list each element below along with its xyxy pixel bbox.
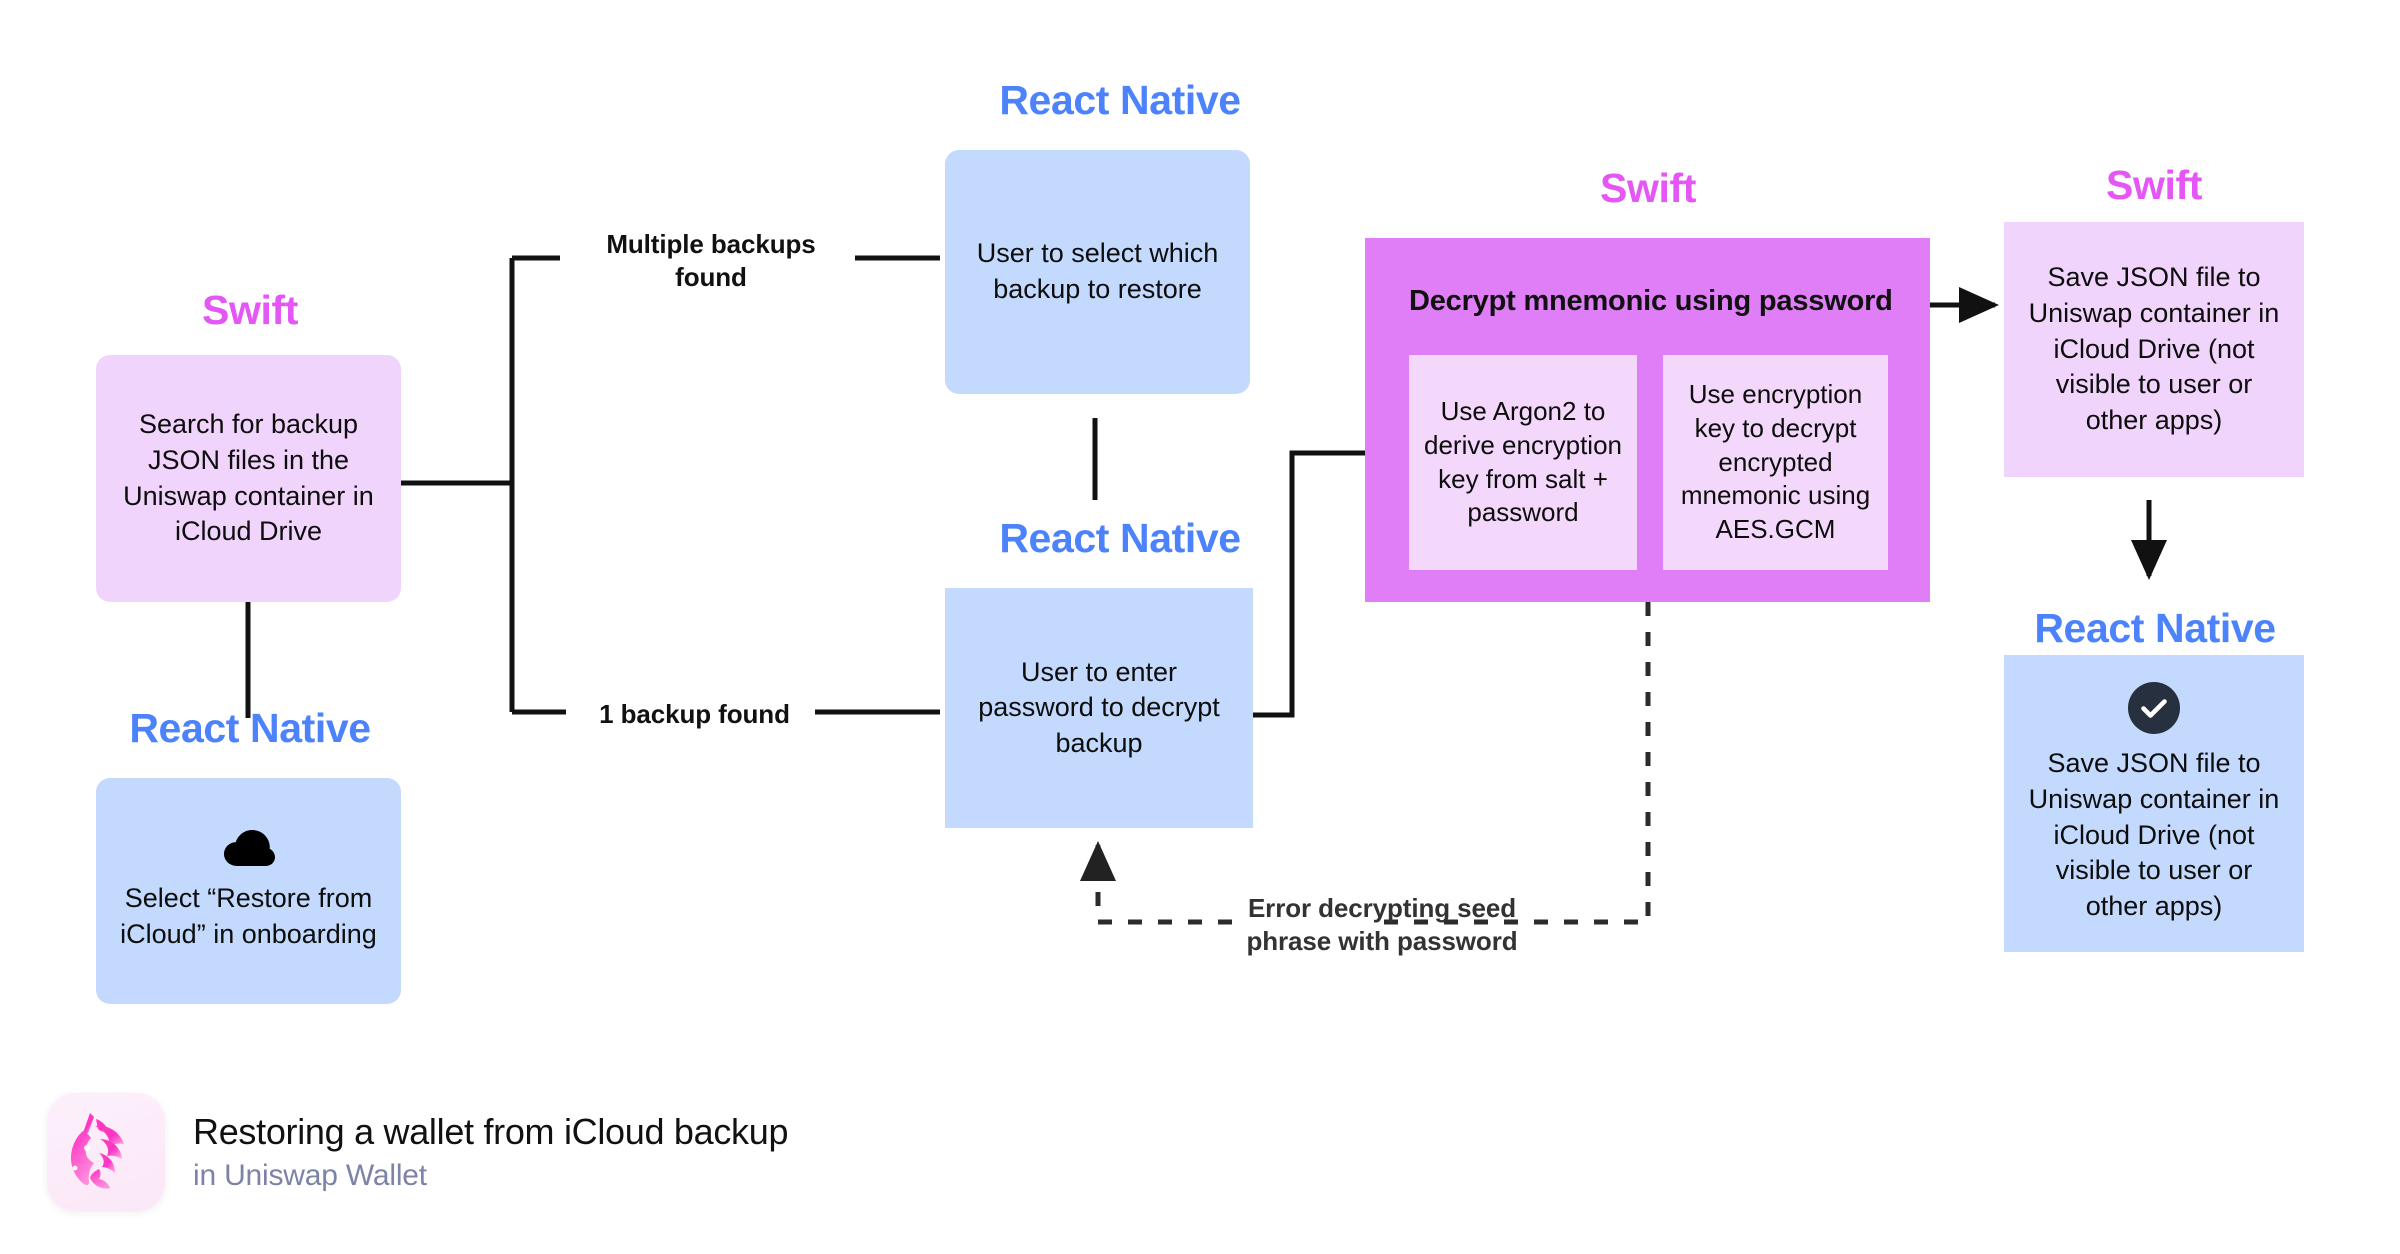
group-decrypt-mnemonic: Decrypt mnemonic using password Use Argo… (1365, 238, 1930, 602)
sub-node-argon2[interactable]: Use Argon2 to derive encryption key from… (1409, 355, 1637, 570)
wire-branch-trunk (400, 255, 566, 715)
footer-subtitle: in Uniswap Wallet (193, 1159, 427, 1192)
unicorn-icon (71, 1113, 124, 1189)
lane-label-rn-save-json: React Native (2034, 605, 2276, 651)
lane-label-swift-save-json: Swift (2106, 162, 2202, 208)
sub-node-argon2-text: Use Argon2 to derive encryption key from… (1424, 395, 1622, 528)
wire-password-to-decrypt (1253, 450, 1366, 718)
node-save-json-swift-text: Save JSON file to Uniswap container in i… (2028, 262, 2280, 435)
cloud-icon (223, 830, 275, 867)
node-user-enter-password-text: User to enter password to decrypt backup (978, 656, 1220, 758)
node-user-select-backup[interactable]: User to select which backup to restore (945, 150, 1250, 394)
lane-label-swift-decrypt: Swift (1600, 165, 1696, 211)
node-select-restore-text: Select “Restore from iCloud” in onboardi… (120, 883, 377, 949)
lane-label-rn-enter-password: React Native (999, 515, 1241, 561)
node-save-json-swift[interactable]: Save JSON file to Uniswap container in i… (2004, 222, 2304, 477)
node-user-enter-password[interactable]: User to enter password to decrypt backup (945, 588, 1253, 828)
node-save-json-rn-text: Save JSON file to Uniswap container in i… (2028, 748, 2280, 921)
sub-node-aes-gcm-text: Use encryption key to decrypt encrypted … (1680, 379, 1871, 545)
footer-text: Restoring a wallet from iCloud backup in… (193, 1111, 789, 1193)
node-save-json-react-native[interactable]: Save JSON file to Uniswap container in i… (2004, 655, 2304, 952)
node-search-for-backup-text: Search for backup JSON files in the Unis… (123, 409, 374, 547)
sub-node-aes-gcm[interactable]: Use encryption key to decrypt encrypted … (1663, 355, 1888, 570)
edge-label-one-backup: 1 backup found (599, 699, 790, 729)
node-search-for-backup[interactable]: Search for backup JSON files in the Unis… (96, 355, 401, 602)
group-decrypt-title: Decrypt mnemonic using password (1409, 285, 1893, 317)
edge-label-error-decrypting: Error decrypting seed phrase with passwo… (1246, 893, 1518, 956)
lane-label-rn-select-backup: React Native (999, 77, 1241, 123)
node-select-restore-from-icloud[interactable]: Select “Restore from iCloud” in onboardi… (96, 778, 401, 1004)
footer: Restoring a wallet from iCloud backup in… (47, 1093, 789, 1211)
lane-label-swift-search: Swift (202, 287, 298, 333)
check-circle-icon (2128, 682, 2180, 735)
node-user-select-backup-text: User to select which backup to restore (976, 238, 1219, 304)
edge-label-multiple-backups: Multiple backups found (606, 229, 816, 292)
lane-label-rn-select-restore: React Native (129, 705, 371, 751)
uniswap-unicorn-logo (47, 1093, 165, 1211)
footer-title: Restoring a wallet from iCloud backup (193, 1111, 789, 1152)
